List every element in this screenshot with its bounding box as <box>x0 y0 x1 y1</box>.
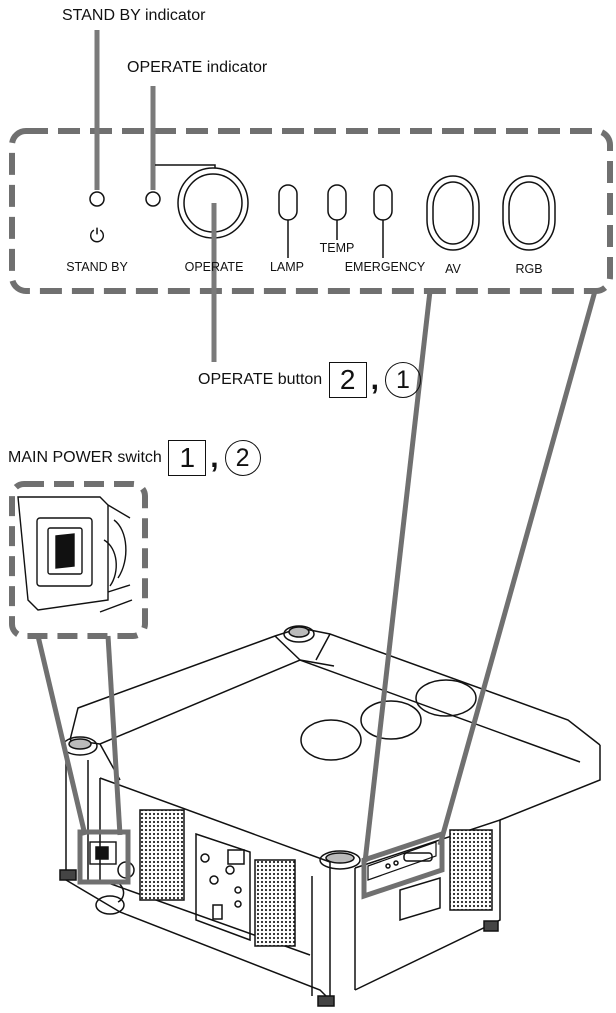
av-button-inner[interactable] <box>432 181 474 245</box>
main-power-text: MAIN POWER switch <box>8 449 162 466</box>
operate-button-callout: OPERATE button 2,1 <box>198 362 421 398</box>
temp-label: TEMP <box>320 241 355 255</box>
rgb-label: RGB <box>515 262 542 276</box>
lamp-indicator <box>278 184 298 221</box>
rgb-button-inner[interactable] <box>508 181 550 245</box>
operate-indicator-led <box>145 191 161 207</box>
standby-label: STAND BY <box>66 260 128 274</box>
operate-label: OPERATE <box>185 260 244 274</box>
main-power-closeup <box>17 496 133 613</box>
standby-indicator-led <box>89 191 105 207</box>
main-power-leader-a <box>35 635 88 836</box>
panel-highlight <box>361 830 445 900</box>
operate-button-step-box: 2 <box>328 362 367 398</box>
main-power-step-circle: 2 <box>224 440 261 476</box>
emergency-label: EMERGENCY <box>345 260 426 274</box>
operate-button-step-circle: 1 <box>385 362 421 398</box>
main-power-callout: MAIN POWER switch 1,2 <box>8 440 261 476</box>
main-power-comma: , <box>210 441 219 474</box>
operate-button-text: OPERATE button <box>198 371 323 388</box>
standby-power-icon: ⏻ <box>89 226 104 247</box>
temp-indicator <box>327 184 347 221</box>
panel-leader-b <box>437 290 598 846</box>
main-power-leader-b <box>105 635 123 836</box>
av-label: AV <box>445 262 461 276</box>
standby-indicator-callout: STAND BY indicator <box>62 7 206 24</box>
main-power-step-box: 1 <box>168 440 207 476</box>
lamp-label: LAMP <box>270 260 304 274</box>
control-panel-zoom-box <box>9 128 613 294</box>
projector-body <box>59 625 601 1007</box>
main-power-zoom-box <box>9 481 148 639</box>
main-power-highlight <box>77 829 131 885</box>
emergency-indicator <box>373 184 393 221</box>
operate-button-comma: , <box>370 363 379 396</box>
operate-indicator-callout: OPERATE indicator <box>127 59 268 76</box>
